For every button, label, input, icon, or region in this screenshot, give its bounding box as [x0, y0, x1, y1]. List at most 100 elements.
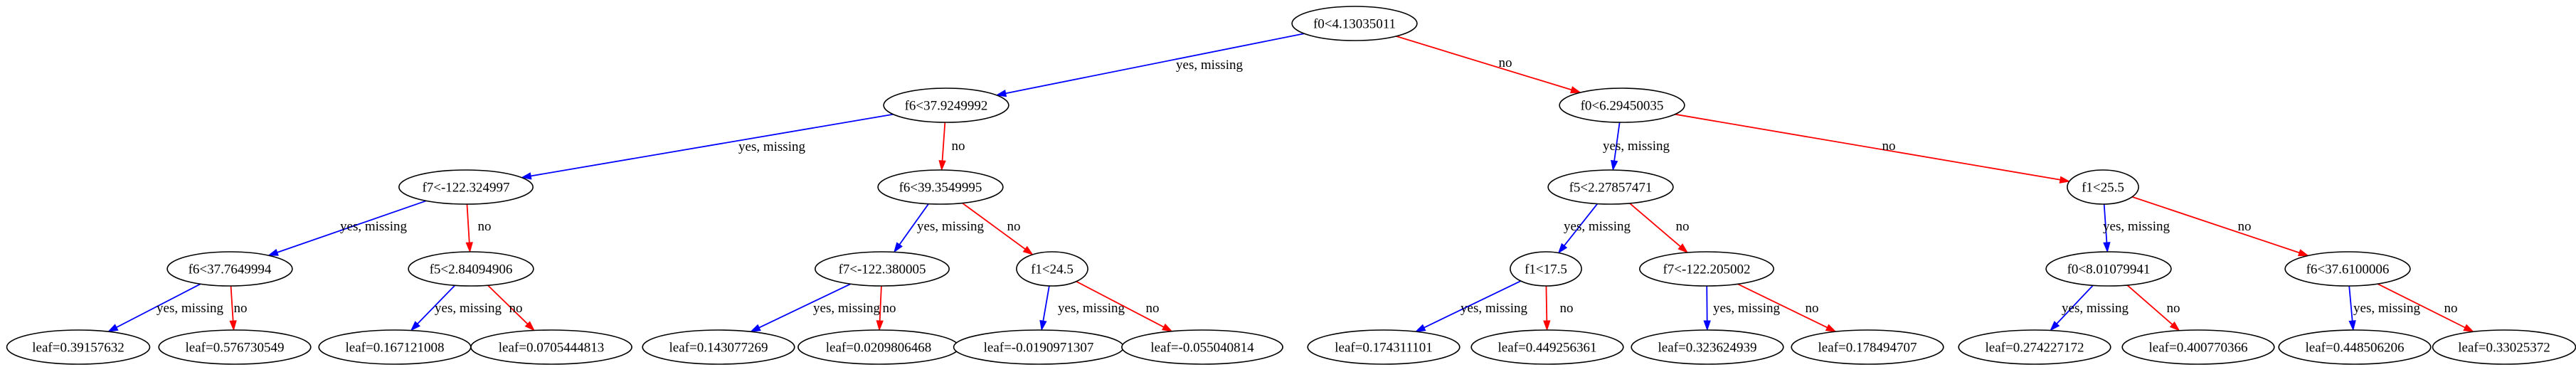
- node-ellipse: [1307, 329, 1461, 365]
- edge-label: yes, missing: [340, 219, 407, 234]
- edge-arrowhead-icon: [893, 242, 903, 253]
- edge-label: yes, missing: [2103, 219, 2170, 234]
- edge-line: [2348, 285, 2353, 324]
- tree-edge-yes: yes, missing: [995, 33, 1305, 97]
- node-ellipse: [642, 329, 795, 365]
- tree-edge-yes: yes, missing: [520, 113, 894, 180]
- edge-arrowhead-icon: [267, 248, 279, 256]
- edge-line: [2377, 283, 2468, 329]
- edge-arrowhead-icon: [1161, 323, 1173, 332]
- tree-leaf-node: leaf=0.174311101: [1307, 329, 1461, 365]
- edge-arrowhead-icon: [995, 90, 1007, 97]
- split-condition-label: f0<8.01079941: [2067, 262, 2151, 277]
- tree-edge-no: no: [229, 285, 248, 331]
- edge-arrowhead-icon: [229, 320, 237, 331]
- edge-line: [1613, 122, 1621, 164]
- tree-edge-no: no: [2126, 285, 2180, 331]
- node-ellipse: [408, 251, 534, 287]
- edge-label: no: [1146, 301, 1160, 316]
- edge-line: [897, 203, 929, 247]
- tree-edge-no: no: [487, 285, 536, 331]
- node-ellipse: [2278, 329, 2432, 365]
- leaf-value-label: leaf=0.448506206: [2306, 341, 2405, 356]
- edge-line: [1629, 203, 1682, 249]
- edge-arrowhead-icon: [876, 320, 884, 331]
- leaf-value-label: leaf=-0.0190971307: [984, 341, 1094, 356]
- split-condition-label: f1<25.5: [2082, 181, 2124, 196]
- split-condition-label: f5<2.27857471: [1569, 181, 1653, 196]
- node-ellipse: [1291, 6, 1418, 41]
- edge-line: [941, 122, 946, 164]
- edge-line: [1396, 36, 1574, 92]
- leaf-value-label: leaf=0.274227172: [1986, 341, 2084, 356]
- tree-edge-no: no: [465, 203, 492, 253]
- leaf-value-label: leaf=0.143077269: [669, 341, 768, 356]
- edge-line: [230, 285, 234, 324]
- tree-leaf-node: leaf=0.143077269: [642, 329, 795, 365]
- split-condition-label: f7<-122.324997: [422, 181, 509, 196]
- edge-line: [1562, 203, 1599, 248]
- node-ellipse: [1121, 329, 1283, 365]
- edge-label: yes, missing: [917, 219, 984, 234]
- edge-arrowhead-icon: [938, 160, 946, 171]
- split-condition-label: f0<6.29450035: [1581, 99, 1664, 114]
- edge-label: no: [883, 301, 896, 316]
- tree-leaf-node: leaf=0.323624939: [1631, 329, 1784, 365]
- tree-edge-no: no: [1543, 285, 1574, 331]
- edge-line: [1675, 113, 2063, 181]
- node-ellipse: [877, 169, 1004, 205]
- edge-label: no: [952, 139, 965, 154]
- edge-line: [2126, 285, 2175, 326]
- node-ellipse: [1470, 329, 1624, 365]
- edge-label: no: [1007, 219, 1021, 234]
- edge-arrowhead-icon: [107, 324, 119, 332]
- edge-arrowhead-icon: [2169, 321, 2180, 331]
- node-ellipse: [1791, 329, 1944, 365]
- node-ellipse: [1547, 169, 1674, 205]
- tree-split-node: f7<-122.380005: [815, 251, 950, 287]
- tree-leaf-node: leaf=0.167121008: [318, 329, 472, 365]
- edge-label: no: [2238, 219, 2252, 234]
- tree-edge-no: no: [938, 122, 965, 171]
- tree-edge-no: no: [876, 285, 896, 331]
- edge-arrowhead-icon: [1543, 320, 1551, 331]
- edge-arrowhead-icon: [2463, 324, 2475, 333]
- tree-edge-yes: yes, missing: [2103, 203, 2170, 253]
- tree-split-node: f1<17.5: [1510, 251, 1582, 287]
- split-condition-label: f7<-122.205002: [1663, 262, 1750, 277]
- edge-label: yes, missing: [1713, 301, 1780, 316]
- tree-split-node: f6<37.7649994: [166, 251, 293, 287]
- tree-edge-no: no: [962, 202, 1034, 255]
- edge-line: [1545, 285, 1548, 324]
- edge-arrowhead-icon: [1703, 320, 1711, 331]
- tree-split-node: f0<8.01079941: [2045, 251, 2172, 287]
- edge-line: [1076, 280, 1166, 329]
- tree-split-node: f6<37.6100006: [2284, 251, 2411, 287]
- edge-line: [114, 283, 201, 329]
- node-ellipse: [2045, 251, 2172, 287]
- edge-line: [2103, 203, 2108, 245]
- edge-label: yes, missing: [2062, 301, 2129, 316]
- tree-edge-no: no: [2131, 196, 2309, 257]
- leaf-value-label: leaf=0.174311101: [1335, 341, 1433, 356]
- edge-label: yes, missing: [157, 301, 223, 316]
- edge-line: [1003, 33, 1305, 95]
- leaf-value-label: leaf=0.449256361: [1498, 341, 1597, 356]
- edge-line: [2055, 285, 2094, 326]
- edge-line: [757, 283, 852, 329]
- tree-leaf-node: leaf=0.178494707: [1791, 329, 1944, 365]
- edge-label: no: [234, 301, 248, 316]
- edge-arrowhead-icon: [750, 324, 761, 332]
- edge-line: [962, 202, 1028, 251]
- tree-split-node: f7<-122.205002: [1639, 251, 1775, 287]
- edge-arrowhead-icon: [2103, 242, 2111, 253]
- split-condition-label: f1<17.5: [1525, 262, 1567, 277]
- tree-split-node: f6<37.9249992: [883, 87, 1009, 123]
- tree-edge-no: no: [1629, 203, 1690, 253]
- leaf-value-label: leaf=0.0705444813: [499, 341, 604, 356]
- edge-line: [487, 285, 530, 326]
- edge-arrowhead-icon: [1677, 243, 1689, 253]
- edge-label: yes, missing: [1058, 301, 1125, 316]
